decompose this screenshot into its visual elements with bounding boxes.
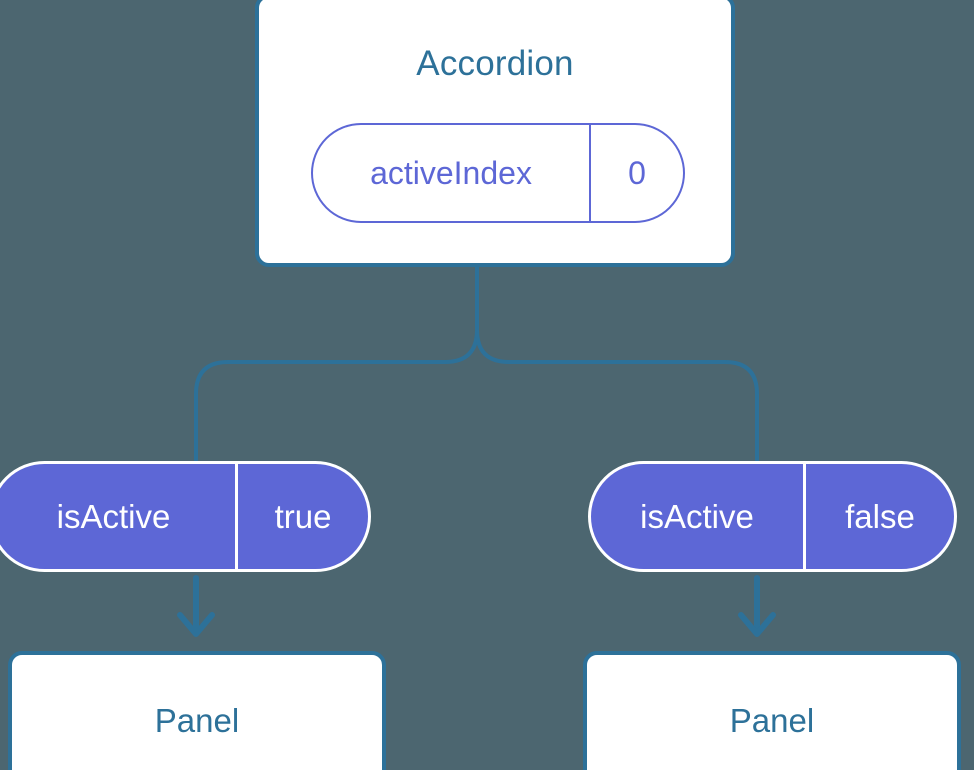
panel-label: Panel: [729, 702, 815, 739]
state-pill-activeindex[interactable]: activeIndex 0: [311, 123, 685, 223]
panel-card-right[interactable]: Panel: [583, 651, 961, 770]
accordion-component-card[interactable]: Accordion activeIndex 0: [255, 0, 735, 267]
props-pill-isactive-false[interactable]: isActive false: [588, 461, 957, 572]
props-pill-value: true: [235, 464, 368, 569]
arrow-left: [177, 575, 215, 637]
props-pill-isactive-true[interactable]: isActive true: [0, 461, 371, 572]
arrow-right: [738, 575, 776, 637]
accordion-title: Accordion: [416, 44, 574, 83]
panel-label: Panel: [154, 702, 240, 739]
panel-card-left[interactable]: Panel: [8, 651, 386, 770]
props-pill-key: isActive: [640, 497, 754, 535]
props-pill-key: isActive: [56, 497, 171, 535]
state-pill-value: 0: [589, 125, 683, 221]
props-pill-value: false: [803, 464, 954, 569]
state-pill-key: activeIndex: [370, 154, 532, 191]
